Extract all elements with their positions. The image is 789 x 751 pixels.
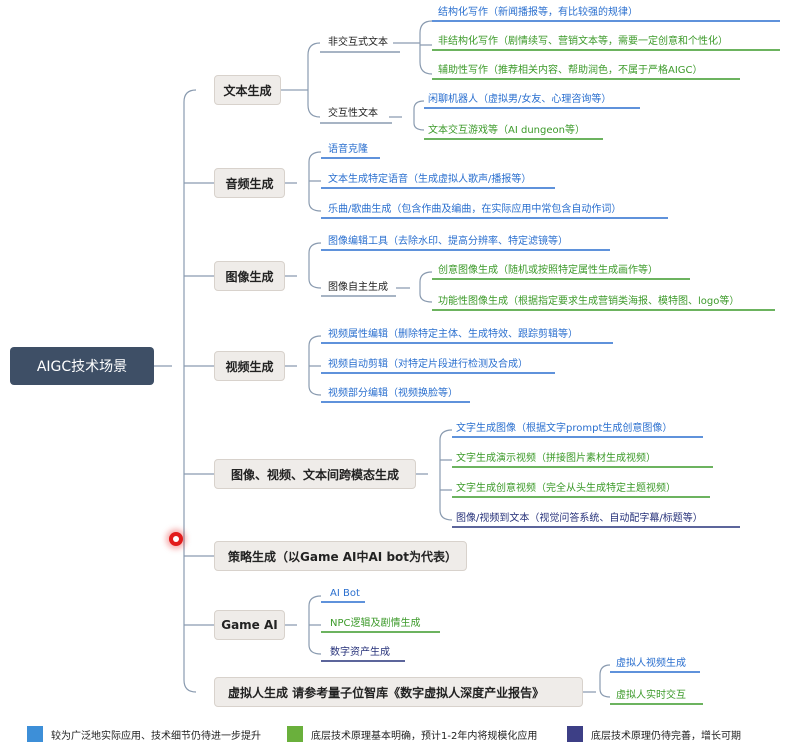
node-ai-bot[interactable]: AI Bot (330, 588, 360, 599)
category-cross-modal-generation[interactable]: 图像、视频、文本间跨模态生成 (214, 459, 416, 489)
legend-swatch-green (287, 726, 303, 742)
node-text-game[interactable]: 文本交互游戏等（AI dungeon等） (428, 125, 585, 136)
legend-swatch-navy (567, 726, 583, 742)
legend-item-blue: 较为广泛地实际应用、技术细节仍待进一步提升 (27, 726, 261, 742)
category-text-generation[interactable]: 文本生成 (214, 75, 281, 105)
node-text-to-demo-video[interactable]: 文字生成演示视频（拼接图片素材生成视频） (456, 453, 656, 464)
node-assistive-writing[interactable]: 辅助性写作（推荐相关内容、帮助润色，不属于严格AIGC） (438, 65, 703, 76)
node-functional-image[interactable]: 功能性图像生成（根据指定要求生成营销类海报、模特图、logo等） (438, 296, 740, 307)
node-voice-clone[interactable]: 语音克隆 (328, 144, 368, 155)
node-virtual-human-video[interactable]: 虚拟人视频生成 (616, 658, 686, 669)
node-non-interactive-text[interactable]: 非交互式文本 (328, 37, 388, 48)
root-node[interactable]: AIGC技术场景 (10, 347, 154, 385)
node-text-to-creative-video[interactable]: 文字生成创意视频（完全从头生成特定主题视频） (456, 483, 676, 494)
category-virtual-human[interactable]: 虚拟人生成 请参考量子位智库《数字虚拟人深度产业报告》 (214, 677, 583, 707)
node-structured-writing[interactable]: 结构化写作（新闻播报等，有比较强的规律） (438, 7, 638, 18)
legend-item-navy: 底层技术原理仍待完善，增长可期 (567, 726, 741, 742)
node-video-attribute-edit[interactable]: 视频属性编辑（删除特定主体、生成特效、跟踪剪辑等） (328, 329, 578, 340)
node-image-video-to-text[interactable]: 图像/视频到文本（视觉问答系统、自动配字幕/标题等） (456, 513, 703, 524)
node-virtual-human-realtime[interactable]: 虚拟人实时交互 (616, 690, 686, 701)
node-video-auto-clip[interactable]: 视频自动剪辑（对特定片段进行检测及合成） (328, 359, 528, 370)
category-video-generation[interactable]: 视频生成 (214, 351, 285, 381)
node-text-to-image[interactable]: 文字生成图像（根据文字prompt生成创意图像） (456, 423, 673, 434)
legend-label-green: 底层技术原理基本明确，预计1-2年内将规模化应用 (311, 730, 538, 742)
node-text-to-speech[interactable]: 文本生成特定语音（生成虚拟人歌声/播报等） (328, 174, 532, 185)
category-game-ai[interactable]: Game AI (214, 610, 285, 640)
node-video-partial-edit[interactable]: 视频部分编辑（视频换脸等） (328, 388, 458, 399)
node-image-autonomous[interactable]: 图像自主生成 (328, 282, 388, 293)
node-creative-image[interactable]: 创意图像生成（随机或按照特定属性生成画作等） (438, 265, 658, 276)
node-image-edit-tools[interactable]: 图像编辑工具（去除水印、提高分辨率、特定滤镜等） (328, 236, 568, 247)
node-npc-logic[interactable]: NPC逻辑及剧情生成 (330, 618, 421, 629)
cursor-marker (169, 532, 183, 546)
legend-item-green: 底层技术原理基本明确，预计1-2年内将规模化应用 (287, 726, 537, 742)
node-interactive-text[interactable]: 交互性文本 (328, 108, 378, 119)
node-chatbot[interactable]: 闲聊机器人（虚拟男/女友、心理咨询等） (428, 94, 612, 105)
category-strategy-generation[interactable]: 策略生成（以Game AI中AI bot为代表） (214, 541, 467, 571)
node-music-generation[interactable]: 乐曲/歌曲生成（包含作曲及编曲，在实际应用中常包含自动作词） (328, 204, 622, 215)
legend-swatch-blue (27, 726, 43, 742)
node-digital-assets[interactable]: 数字资产生成 (330, 647, 390, 658)
legend-label-navy: 底层技术原理仍待完善，增长可期 (591, 730, 741, 742)
category-image-generation[interactable]: 图像生成 (214, 261, 285, 291)
category-audio-generation[interactable]: 音频生成 (214, 168, 285, 198)
node-unstructured-writing[interactable]: 非结构化写作（剧情续写、营销文本等，需要一定创意和个性化） (438, 36, 728, 47)
legend-label-blue: 较为广泛地实际应用、技术细节仍待进一步提升 (51, 730, 261, 742)
